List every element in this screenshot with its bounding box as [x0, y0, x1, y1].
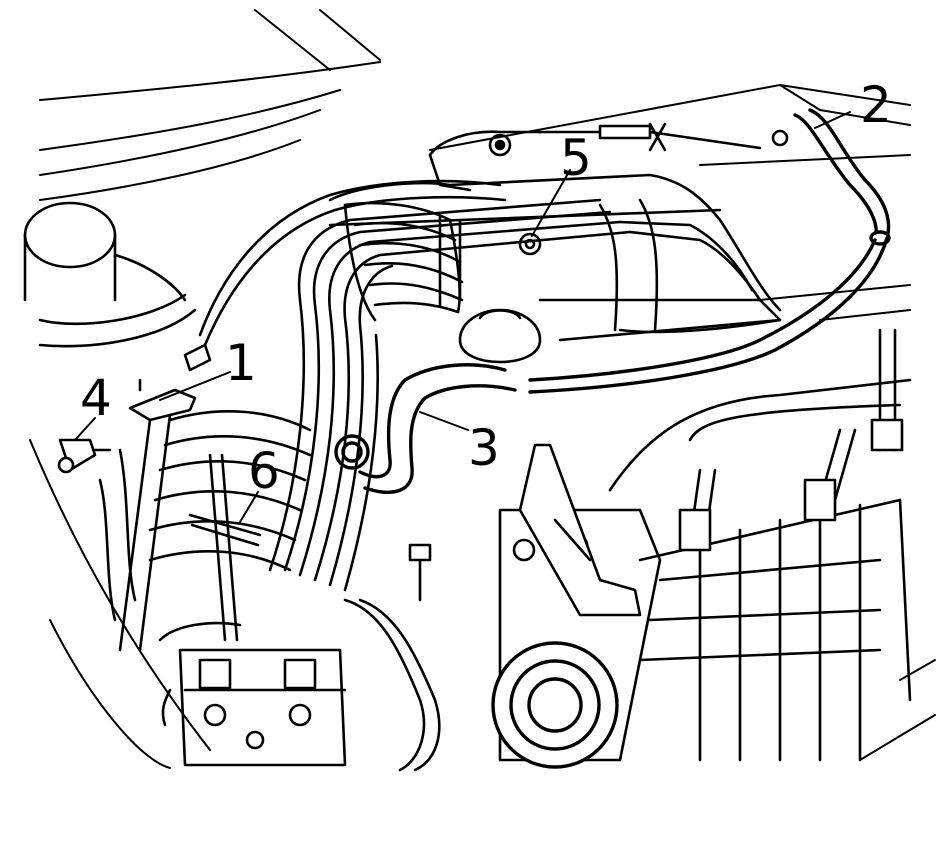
strut-tower [23, 201, 197, 348]
alternator-bracket [518, 443, 642, 617]
frame-lines [29, 439, 936, 769]
dipstick-6 [188, 453, 262, 642]
callout-3: 3 [468, 419, 500, 477]
leader-5 [531, 169, 571, 237]
callout-5: 5 [560, 129, 592, 187]
leader-2 [814, 111, 851, 129]
thermostat-housing [428, 130, 542, 256]
manifold-runners [98, 409, 312, 622]
oil-filler-cap [458, 308, 542, 364]
callout-4: 4 [80, 369, 112, 427]
callout-2: 2 [860, 76, 892, 134]
leader-6 [239, 491, 259, 523]
fuel-pipes [343, 543, 441, 772]
leader-4 [74, 417, 96, 441]
leader-3 [419, 411, 469, 431]
fitting-4 [57, 438, 112, 474]
leader-lines [74, 111, 851, 523]
callout-1: 1 [225, 334, 257, 392]
bonnet-panel [39, 9, 381, 201]
alternator-pulley [491, 641, 619, 769]
callout-6: 6 [248, 442, 280, 500]
leader-1 [159, 371, 231, 401]
plug-leads-right [608, 328, 912, 552]
cylinder-head-block [158, 621, 347, 767]
hose-1-leads [198, 179, 762, 592]
bulkhead [429, 84, 911, 321]
fitting-1 [118, 343, 212, 652]
intake-bellows [343, 201, 464, 322]
hose-2 [528, 108, 891, 394]
throttle-cable [538, 122, 789, 152]
